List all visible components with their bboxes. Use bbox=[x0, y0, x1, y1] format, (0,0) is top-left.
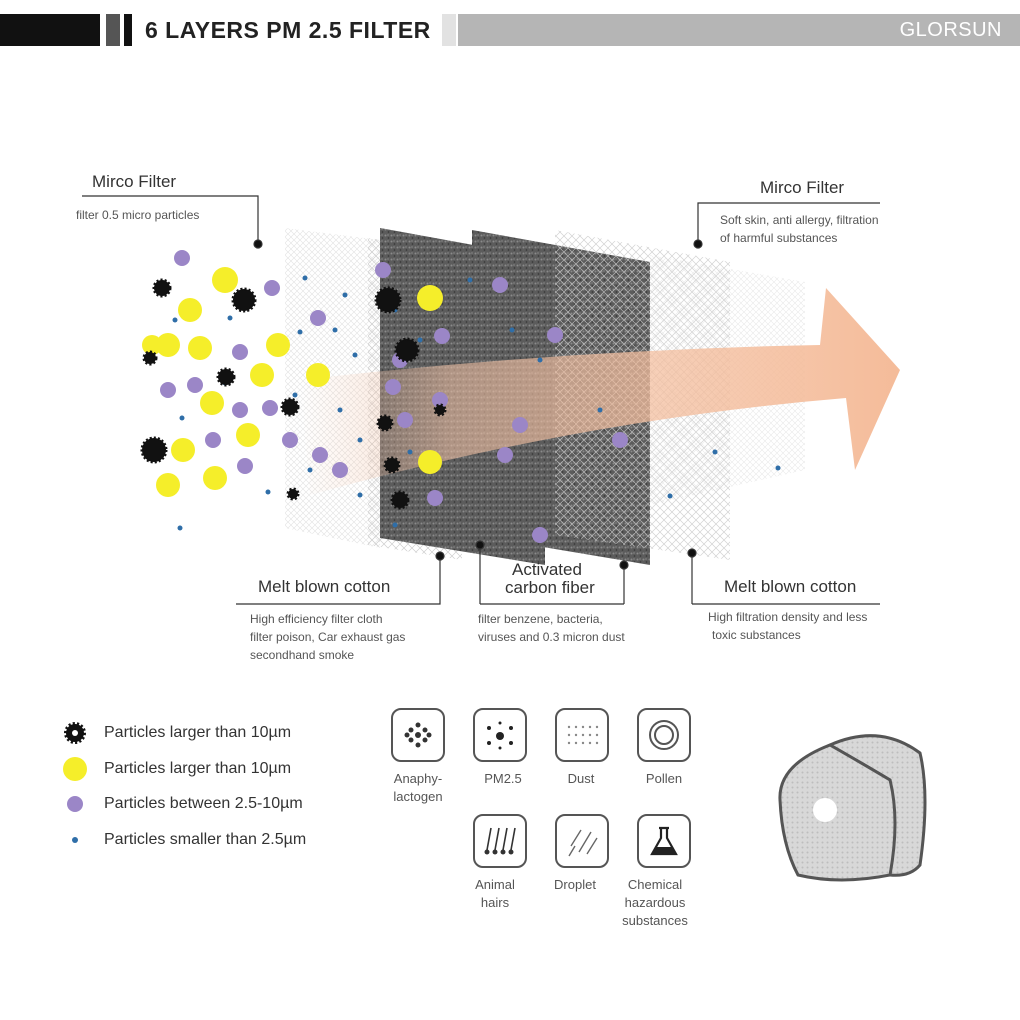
dust-caption: Dust bbox=[567, 771, 595, 786]
purple-particles bbox=[160, 250, 628, 543]
micro-filter-right-title: Mirco Filter bbox=[760, 178, 845, 197]
carbon-fiber-desc-1: filter benzene, bacteria, bbox=[478, 612, 603, 626]
melt-blown-right-desc-1: High filtration density and less bbox=[708, 610, 868, 624]
dust-icon bbox=[555, 708, 609, 762]
pm25-icon bbox=[473, 708, 527, 762]
page-title: 6 LAYERS PM 2.5 FILTER bbox=[145, 17, 431, 43]
legend-item-medium-purple: Particles between 2.5-10µm bbox=[62, 789, 303, 819]
melt-blown-left-desc-3: secondhand smoke bbox=[250, 648, 355, 662]
legend-item-large-yellow: Particles larger than 10µm bbox=[62, 754, 291, 784]
animal-hairs-icon bbox=[473, 814, 527, 868]
header-black-bar bbox=[0, 14, 100, 46]
carbon-fiber-title-1: Activated bbox=[512, 560, 582, 579]
droplet-icon bbox=[555, 814, 609, 868]
header-dark-bar bbox=[106, 14, 120, 46]
melt-blown-left-desc-1: High efficiency filter cloth bbox=[250, 612, 383, 626]
filter-pad-image bbox=[778, 734, 927, 882]
animal-hairs-caption: Animal hairs bbox=[475, 877, 515, 910]
droplet-caption: Droplet bbox=[554, 877, 596, 892]
purple-dot-icon bbox=[67, 796, 83, 812]
legend-item-small-blue: Particles smaller than 2.5µm bbox=[62, 825, 306, 855]
melt-blown-left-desc-2: filter poison, Car exhaust gas bbox=[250, 630, 406, 644]
pollen-caption: Pollen bbox=[645, 771, 683, 786]
micro-filter-right-desc-2: of harmful substances bbox=[720, 231, 838, 245]
legend-label: Particles smaller than 2.5µm bbox=[104, 831, 307, 848]
filter-layers-diagram bbox=[82, 195, 900, 605]
yellow-dot-icon bbox=[63, 757, 87, 781]
airflow-arrow bbox=[300, 288, 900, 495]
spiky-particle-icon bbox=[64, 722, 86, 744]
micro-filter-left-title: Mirco Filter bbox=[92, 172, 177, 191]
chemical-icon bbox=[637, 814, 691, 868]
pollen-icon bbox=[637, 708, 691, 762]
anaphylactogen-caption: Anaphy- lactogen bbox=[393, 771, 443, 804]
chemical-caption: Chemical hazardous substances bbox=[622, 877, 688, 928]
micro-filter-right-desc-1: Soft skin, anti allergy, filtration bbox=[720, 213, 879, 227]
pm25-caption: PM2.5 bbox=[484, 771, 522, 786]
anaphylactogen-icon bbox=[391, 708, 445, 762]
melt-blown-right-desc-2: toxic substances bbox=[712, 628, 801, 642]
legend-label: Particles larger than 10µm bbox=[104, 724, 292, 741]
legend-label: Particles between 2.5-10µm bbox=[104, 795, 303, 812]
yellow-particles bbox=[142, 267, 443, 497]
melt-blown-left-title: Melt blown cotton bbox=[258, 577, 391, 596]
blue-dot-icon bbox=[72, 837, 78, 843]
micro-filter-left-desc: filter 0.5 micro particles bbox=[76, 208, 200, 222]
legend-item-large-spiky: Particles larger than 10µm bbox=[62, 718, 291, 748]
header-thin-bar bbox=[124, 14, 132, 46]
carbon-fiber-desc-2: viruses and 0.3 micron dust bbox=[478, 630, 625, 644]
blue-particles bbox=[172, 275, 781, 531]
header-light-bar bbox=[442, 14, 456, 46]
header-grey-bar bbox=[458, 14, 1020, 46]
spiky-particles bbox=[140, 278, 447, 510]
melt-blown-right-title: Melt blown cotton bbox=[724, 577, 857, 596]
brand-name: GLORSUN bbox=[899, 19, 1002, 41]
carbon-fiber-title-2: carbon fiber bbox=[505, 578, 595, 597]
legend-label: Particles larger than 10µm bbox=[104, 760, 292, 777]
